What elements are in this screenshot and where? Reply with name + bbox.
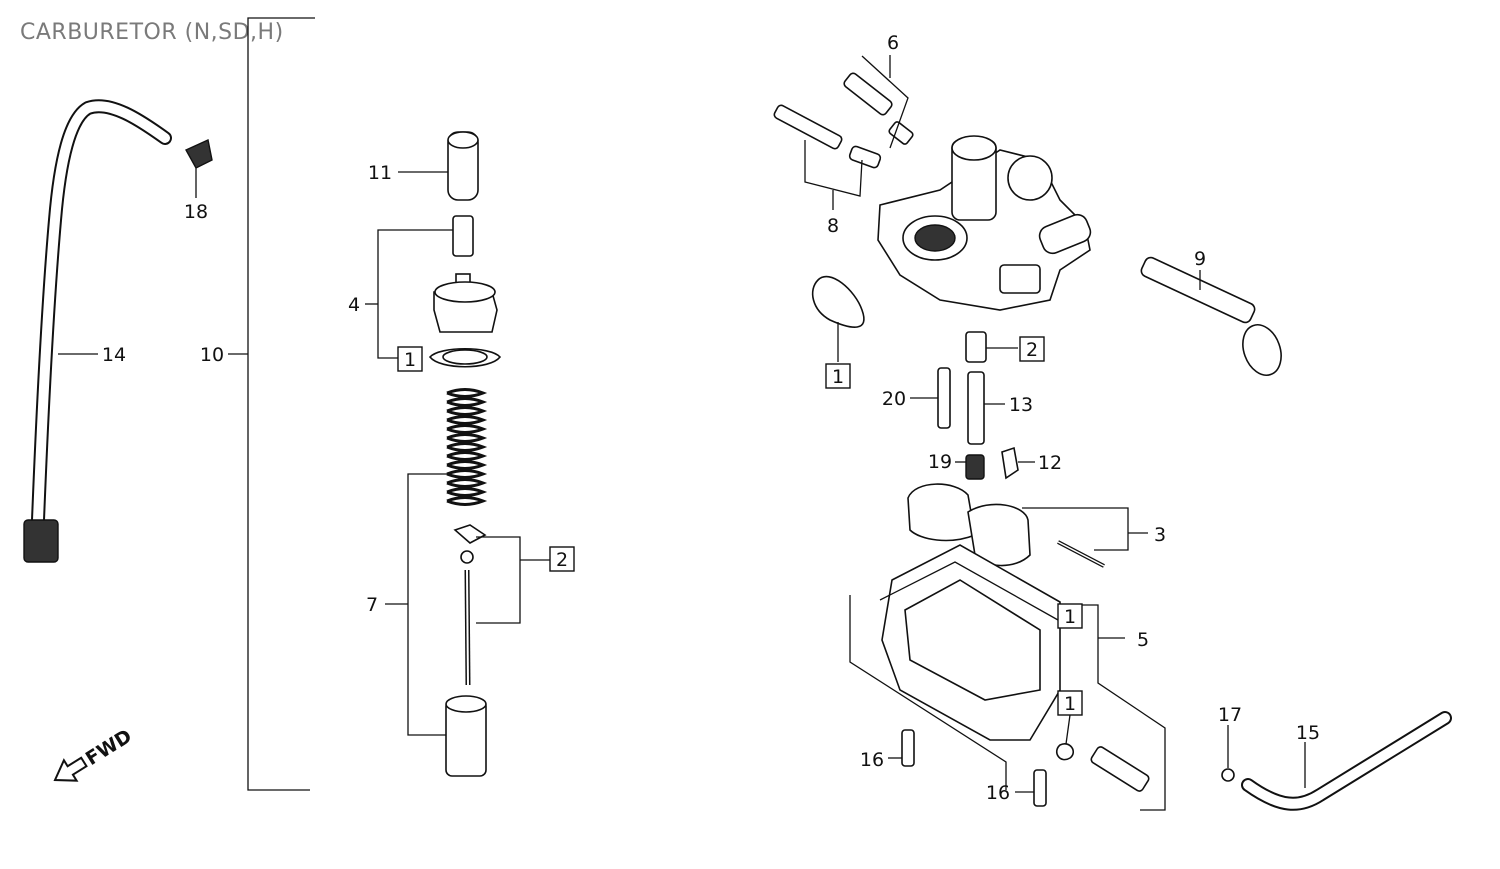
part-13-needle-jet	[967, 371, 1005, 445]
callout-box-1-oring: 1	[825, 363, 851, 389]
part-18-hose-clip	[185, 138, 213, 198]
callout-5: 5	[1137, 629, 1149, 651]
callout-label: 1	[832, 366, 844, 388]
callout-14: 14	[102, 344, 126, 366]
fwd-label: FWD	[82, 725, 136, 770]
part-8-screw-set	[773, 104, 882, 210]
part-14-fuel-hose	[23, 99, 172, 563]
callout-label: 1	[404, 349, 416, 371]
part-6-screw-set	[843, 55, 914, 149]
part-12-jet-holder	[1001, 446, 1035, 480]
part-9-throttle-stop-screw	[1140, 256, 1282, 376]
part-main-jet	[965, 331, 1018, 363]
callout-8: 8	[827, 215, 839, 237]
part-1-gasket-top	[428, 348, 502, 368]
part-needle-clip-assembly	[453, 524, 550, 686]
callout-6: 6	[887, 32, 899, 54]
part-4-top-assembly	[365, 215, 498, 359]
callout-box-1-drain: 1	[1057, 690, 1083, 745]
callout-17: 17	[1218, 704, 1242, 726]
callout-15: 15	[1296, 722, 1320, 744]
callout-13: 13	[1009, 394, 1033, 416]
callout-box-2-needle: 2	[549, 546, 575, 572]
callout-10: 10	[200, 344, 224, 366]
part-5-float-chamber	[849, 544, 1166, 811]
carburetor-body	[877, 135, 1092, 311]
callout-11: 11	[368, 162, 392, 184]
callout-label: 1	[1064, 606, 1076, 628]
callout-9: 9	[1194, 248, 1206, 270]
part-spring	[446, 388, 488, 506]
callout-16-a: 16	[860, 749, 884, 771]
part-16-screw-a	[888, 729, 915, 767]
callout-label: 2	[1026, 339, 1038, 361]
callout-7: 7	[366, 594, 378, 616]
bracket-10	[228, 17, 315, 791]
callout-3: 3	[1154, 524, 1166, 546]
callout-label: 1	[1064, 693, 1076, 715]
callout-box-1-top: 1	[397, 346, 423, 372]
part-20-pilot-screw	[910, 367, 951, 429]
fwd-arrow-icon: FWD	[53, 725, 136, 782]
part-drain-screw	[1055, 743, 1150, 792]
diagram-title: CARBURETOR (N,SD,H)	[20, 20, 284, 45]
callout-4: 4	[348, 294, 360, 316]
callout-label: 2	[556, 549, 568, 571]
part-7-throttle-valve	[385, 473, 487, 777]
callout-20: 20	[882, 388, 906, 410]
callout-box-2-jet: 2	[1019, 336, 1045, 362]
callout-box-1-chamber: 1	[1057, 603, 1083, 629]
part-15-drain-tube	[1241, 711, 1452, 811]
part-3-float	[907, 483, 1148, 568]
part-1-oring-body	[811, 275, 865, 362]
callout-18: 18	[184, 201, 208, 223]
part-19-jet	[955, 454, 985, 480]
callout-16-b: 16	[986, 782, 1010, 804]
part-11-cable-cap	[398, 131, 479, 201]
callout-12: 12	[1038, 452, 1062, 474]
callout-19: 19	[928, 451, 952, 473]
part-16-screw-b	[1015, 769, 1047, 807]
part-17-clip	[1221, 725, 1235, 782]
